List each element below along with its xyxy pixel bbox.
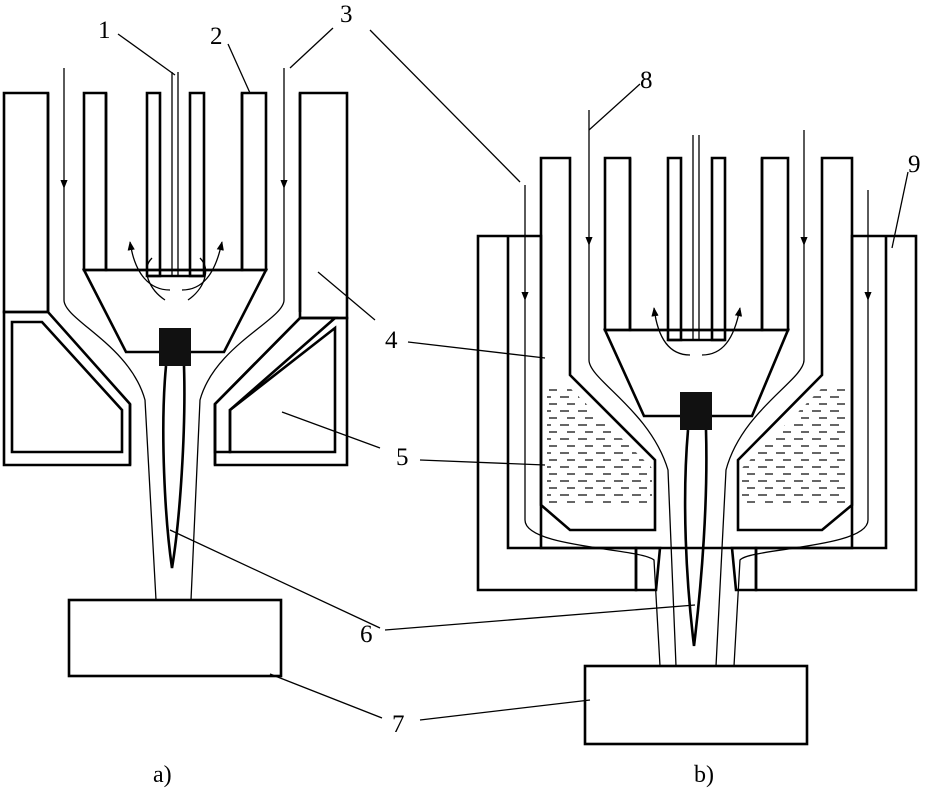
gas-line-right — [190, 188, 285, 601]
shroud-inner — [506, 236, 888, 550]
cooling-chamber-left — [10, 320, 124, 454]
nozzle-body-left — [2, 91, 50, 314]
electrode-tip — [159, 328, 191, 366]
figure-a — [2, 68, 349, 678]
electrode-holder-b-left — [603, 156, 632, 332]
flow-arrow-4 — [187, 257, 207, 301]
insulator-right — [213, 316, 339, 454]
flow-arrow-b2 — [701, 307, 743, 356]
cooling-chamber-b-left — [547, 388, 652, 505]
flow-arrow-3 — [146, 257, 166, 301]
inner-cavity — [46, 93, 302, 312]
label-8: 8 — [640, 67, 653, 94]
electrode-holder-right — [240, 91, 268, 272]
cooling-chamber-b-right — [742, 388, 846, 505]
orifice — [128, 404, 217, 465]
gas-line-b2 — [715, 245, 805, 667]
lower-body-left — [2, 310, 132, 467]
figure-b — [476, 110, 918, 746]
label-1: 1 — [98, 17, 111, 44]
plasma-jet — [162, 365, 186, 569]
nozzle-body-b-right — [736, 156, 854, 532]
gas-line-b1 — [588, 245, 677, 667]
plasma-jet-b — [683, 429, 708, 647]
label-9: 9 — [908, 151, 921, 178]
gas-line-b4 — [733, 300, 869, 667]
caption-b: b) — [694, 762, 714, 788]
flow-arrow-2 — [181, 241, 224, 291]
label-4: 4 — [385, 327, 398, 354]
skirt-right — [730, 546, 758, 592]
flow-arrow-b1 — [651, 307, 691, 356]
label-3: 3 — [340, 1, 353, 28]
cooling-chamber-right — [228, 325, 337, 454]
gas-line-left — [63, 188, 157, 601]
flow-arrow-1 — [127, 241, 171, 291]
label-2: 2 — [210, 23, 223, 50]
central-rod-right — [188, 91, 206, 278]
nozzle-body-b-left — [539, 156, 657, 532]
label-5: 5 — [396, 444, 409, 471]
central-rod-b-right — [710, 156, 727, 342]
electrode-holder-b-right — [760, 156, 790, 332]
electrode-holder-left — [82, 91, 108, 272]
gas-line-b3 — [524, 300, 661, 667]
workpiece-b — [583, 664, 809, 746]
electrode-bore — [104, 93, 244, 272]
central-rod-b-left — [666, 156, 683, 342]
electrode-tip-b — [680, 392, 712, 430]
lower-body-right — [213, 316, 349, 467]
electrode-bore-b — [628, 158, 764, 332]
nozzle-body-right — [298, 91, 349, 320]
leader-lines — [117, 27, 909, 721]
workpiece-a — [67, 598, 283, 678]
caption-a: a) — [153, 762, 172, 788]
label-7: 7 — [392, 711, 405, 738]
label-6: 6 — [360, 621, 373, 648]
central-rod-left — [145, 91, 162, 278]
